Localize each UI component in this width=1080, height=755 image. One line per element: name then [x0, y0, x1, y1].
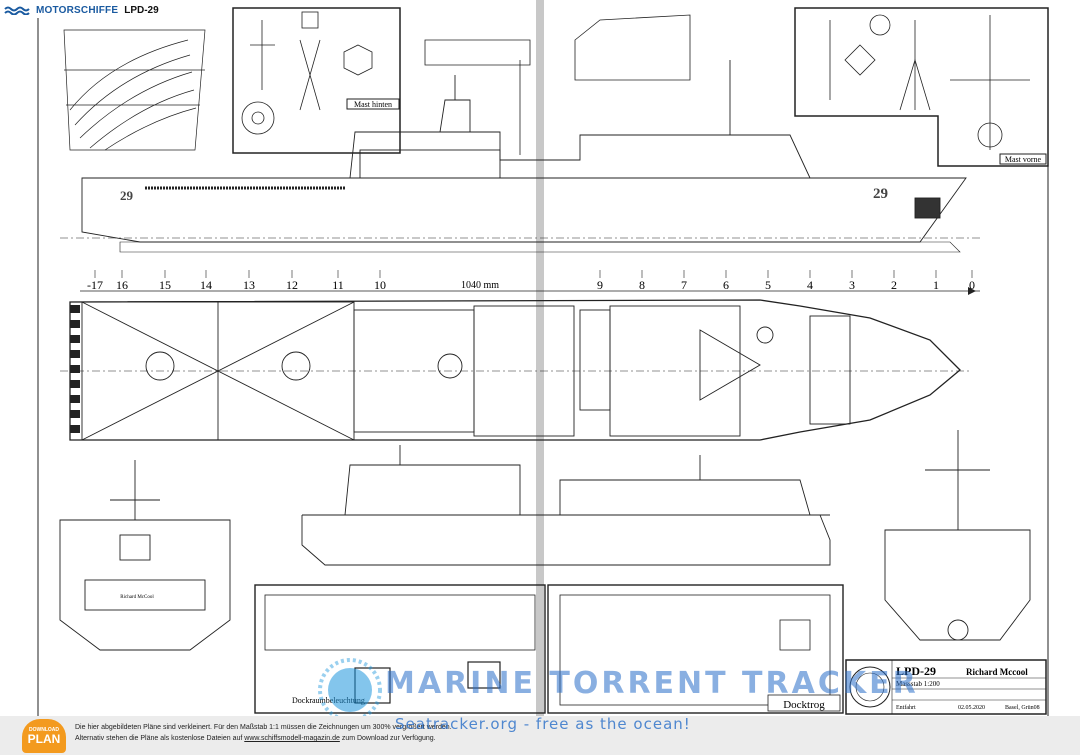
- dock-trough-label: Docktrog: [783, 699, 825, 711]
- scale-mark: -17: [87, 278, 103, 292]
- scale-mark: 3: [849, 278, 855, 292]
- scale-mark: 12: [286, 278, 298, 292]
- footer-line-2-suffix: zum Download zur Verfügung.: [341, 735, 436, 742]
- body-plan-lines: [63, 29, 206, 151]
- title-block-date: 02.05.2020: [958, 705, 985, 711]
- title-block-author: Basel, Grün08: [1005, 705, 1040, 711]
- scale-mark: 9: [597, 278, 603, 292]
- inboard-profile: [301, 445, 831, 566]
- scale-mark: 7: [681, 278, 687, 292]
- watermark-sun-icon: [318, 658, 382, 716]
- length-label: 1040 mm: [461, 280, 499, 291]
- section-label: MOTORSCHIFFE: [36, 4, 119, 16]
- stern-name: Richard McCool: [120, 595, 154, 600]
- stern-view: [59, 460, 231, 651]
- footer-line-1: Die hier abgebildeten Pläne sind verklei…: [75, 724, 452, 731]
- scale-mark: 2: [891, 278, 897, 292]
- front-mast-detail: [794, 7, 1049, 167]
- watermark-subtitle: Seatracker.org - free as the ocean!: [395, 715, 691, 733]
- scale-mark: 11: [332, 278, 344, 292]
- badge-top-text: DOWNLOAD: [29, 727, 59, 733]
- waves-icon: [4, 6, 30, 15]
- download-link[interactable]: www.schiffsmodell-magazin.de: [244, 735, 340, 742]
- footer-note: Die hier abgebildeten Pläne sind verklei…: [75, 722, 452, 744]
- download-plan-badge[interactable]: DOWNLOAD PLAN: [22, 719, 66, 753]
- watermark-title: MARINE TORRENT TRACKER: [385, 666, 919, 701]
- scale-mark: 13: [243, 278, 255, 292]
- scale-mark: 1: [933, 278, 939, 292]
- scale-mark: 16: [116, 278, 128, 292]
- badge-bottom-text: PLAN: [27, 732, 61, 746]
- scale-mark: 8: [639, 278, 645, 292]
- ship-plan-view: [60, 299, 970, 441]
- title-block-scale: Massstab 1:200: [896, 680, 940, 688]
- dock-lighting-label: Dockraumbeleuchtung: [292, 696, 365, 705]
- hull-number-stern: 29: [120, 188, 134, 203]
- scale-mark: 14: [200, 278, 212, 292]
- hull-number-bow: 29: [873, 186, 888, 202]
- scale-mark: 10: [374, 278, 386, 292]
- rear-mast-detail: [232, 7, 401, 154]
- scale-mark: 0: [969, 278, 975, 292]
- title-block-name: Richard Mccool: [966, 667, 1028, 677]
- scale-mark: 4: [807, 278, 813, 292]
- page-header: MOTORSCHIFFE LPD-29: [0, 0, 264, 20]
- dock-section: [254, 584, 844, 714]
- page-title: LPD-29: [124, 4, 159, 16]
- footer-bar: [0, 716, 1080, 755]
- scale-mark: 5: [765, 278, 771, 292]
- title-block-drafted: Entfahrt: [896, 704, 916, 711]
- footer-line-2-prefix: Alternativ stehen die Pläne als kostenlo…: [75, 735, 243, 742]
- mast-rear-label: Mast hinten: [354, 100, 392, 109]
- bow-view: [884, 430, 1031, 641]
- title-block-title: LPD-29: [896, 664, 936, 678]
- footer-line-2: Alternativ stehen die Pläne als kostenlo…: [75, 733, 452, 744]
- scale-mark: 15: [159, 278, 171, 292]
- ship-side-profile: [60, 60, 980, 253]
- title-block: [845, 659, 1047, 715]
- mast-front-label: Mast vorne: [1005, 155, 1042, 164]
- scale-mark: 6: [723, 278, 729, 292]
